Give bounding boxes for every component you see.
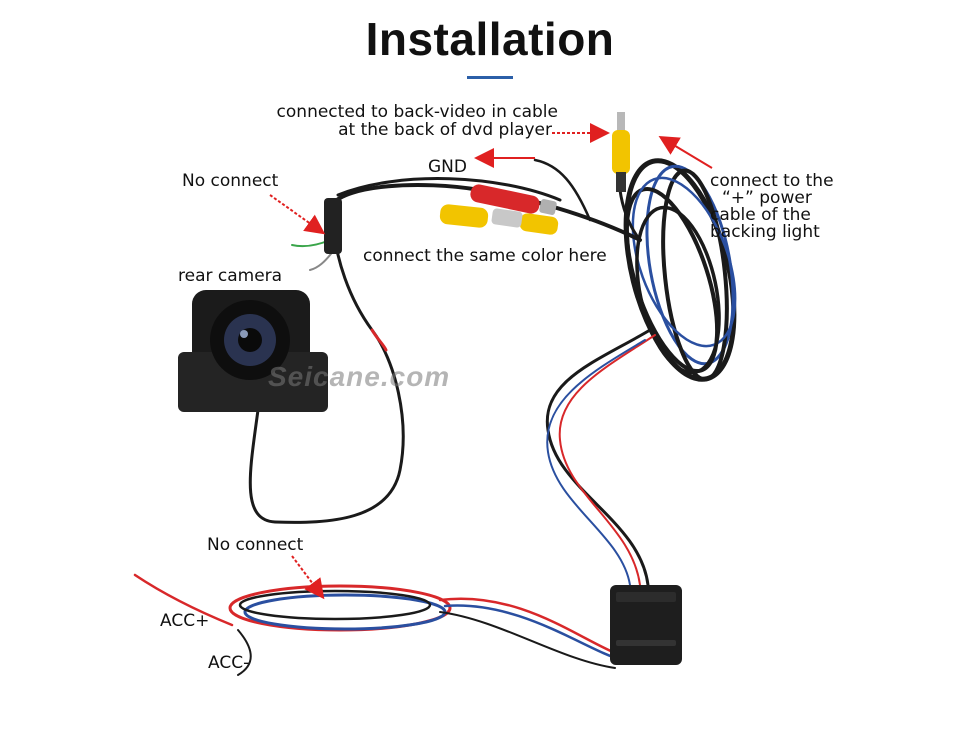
label-power-line1: connect to the [710, 171, 834, 191]
control-module [610, 585, 682, 665]
label-no-connect-top: No connect [182, 171, 279, 191]
page-title: Installation [365, 13, 615, 65]
main-cables [133, 158, 656, 676]
label-power-line4: backing light [710, 222, 820, 242]
label-gnd: GND [428, 157, 467, 177]
annotation-arrows [269, 123, 713, 600]
rear-camera-body [178, 290, 328, 412]
title-underline [467, 76, 513, 79]
label-acc-plus: ACC+ [160, 611, 210, 631]
label-acc-minus: ACC- [208, 653, 250, 673]
inline-connector [324, 198, 342, 254]
rca-plugs [439, 184, 559, 235]
label-power-line2: “+” power [722, 188, 812, 208]
watermark: Seicane.com [268, 361, 451, 392]
label-back-video-line1: connected to back-video in cable [276, 102, 558, 122]
label-no-connect-bottom: No connect [207, 535, 304, 555]
coiled-cable [623, 158, 737, 382]
label-rear-camera: rear camera [178, 266, 283, 286]
label-back-video-line2: at the back of dvd player [338, 120, 552, 140]
label-connect-same-color: connect the same color here [363, 246, 607, 266]
label-power-line3: cable of the [710, 205, 811, 225]
back-video-rca [612, 112, 630, 192]
